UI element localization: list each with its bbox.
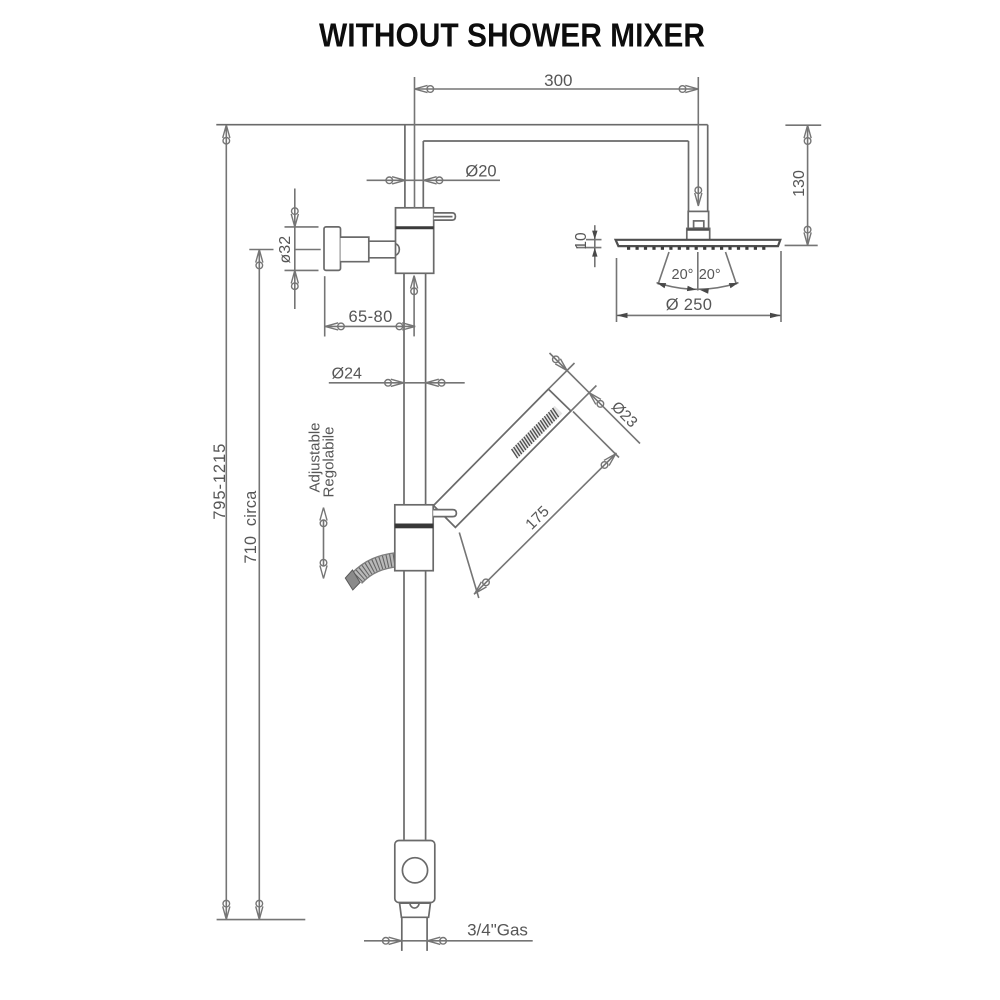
svg-text:710 circa: 710 circa: [242, 490, 260, 563]
svg-text:Regolabile: Regolabile: [321, 427, 338, 498]
svg-text:795-1215: 795-1215: [211, 443, 229, 520]
svg-text:300: 300: [544, 71, 572, 90]
svg-text:3/4"Gas: 3/4"Gas: [467, 921, 528, 940]
svg-text:ø32: ø32: [277, 236, 294, 264]
svg-text:Ø24: Ø24: [332, 366, 362, 383]
svg-text:65-80: 65-80: [348, 308, 392, 326]
svg-text:130: 130: [791, 170, 808, 197]
svg-text:Adjustable: Adjustable: [307, 422, 324, 492]
svg-text:Ø 250: Ø 250: [666, 296, 712, 314]
svg-text:WITHOUT SHOWER MIXER: WITHOUT SHOWER MIXER: [319, 17, 705, 54]
svg-text:20°: 20°: [699, 267, 721, 283]
svg-text:10: 10: [573, 232, 590, 250]
svg-text:Ø20: Ø20: [465, 162, 496, 180]
svg-text:20°: 20°: [672, 267, 694, 283]
